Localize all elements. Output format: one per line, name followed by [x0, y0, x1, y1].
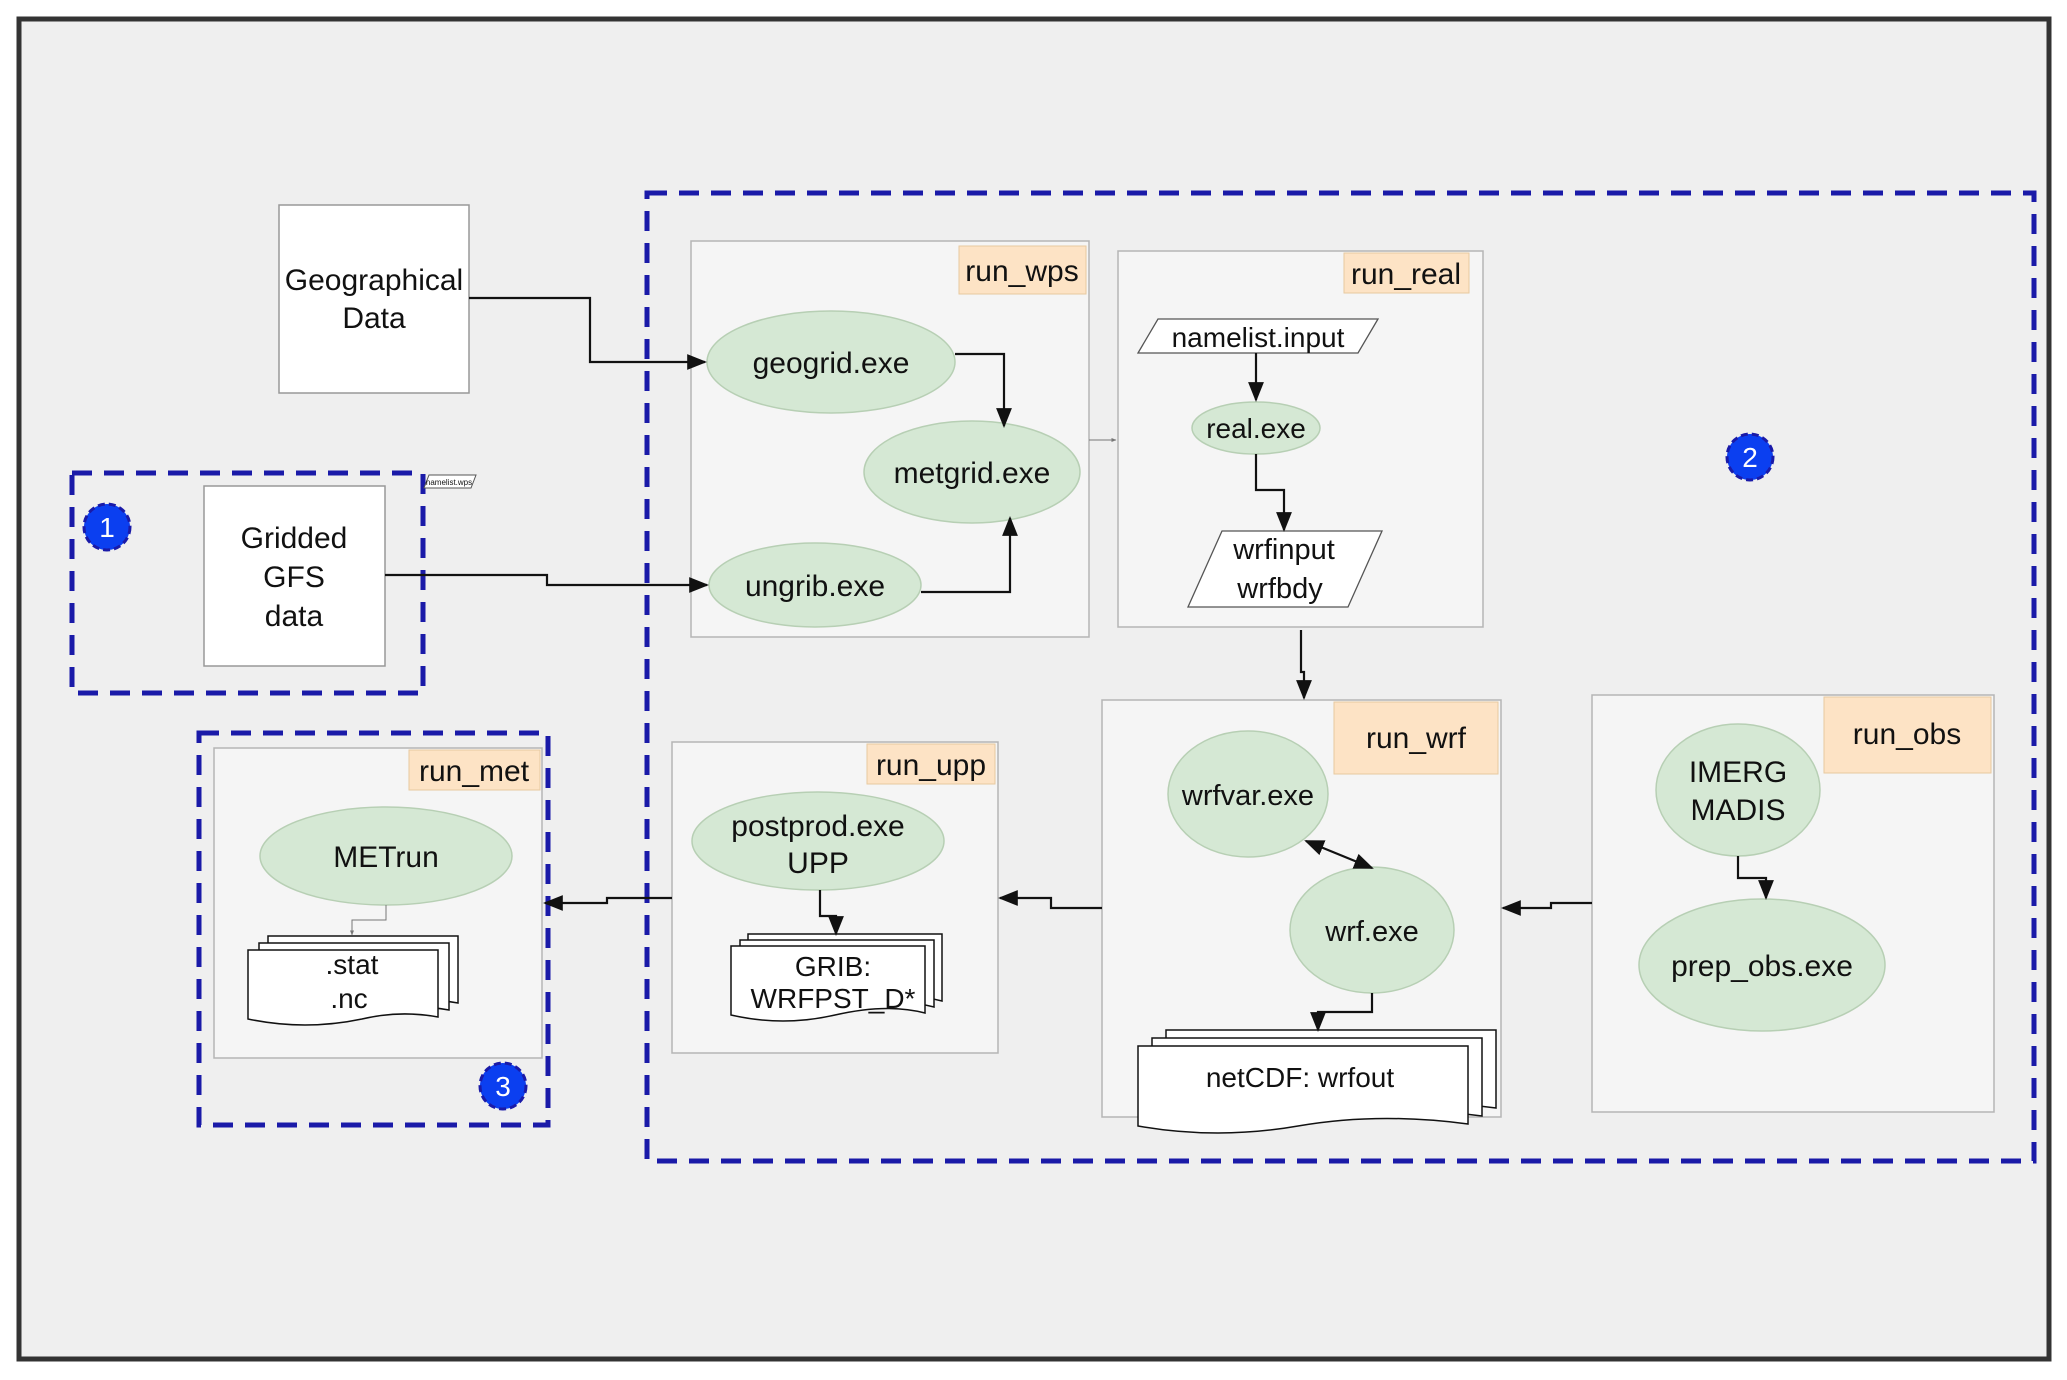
group-3-dashed-box	[196, 730, 551, 1128]
run-wrf-module: run_wrf wrfvar.exe wrf.exe netCDF: wrfou…	[1101, 699, 1502, 1134]
ungrib-exe-node	[708, 542, 922, 628]
postprod-exe-label: postprod.exe	[731, 810, 904, 843]
namelist-input-node	[1136, 318, 1380, 354]
geogrid-exe-node	[706, 310, 956, 414]
badge-2: 2	[1725, 432, 1775, 482]
wrfvar-exe-node	[1167, 730, 1329, 858]
run-obs-label: run_obs	[1853, 718, 1961, 751]
run-met-label-box	[408, 749, 541, 791]
group-1-dashed-box	[69, 470, 426, 696]
badge-1: 1	[82, 502, 132, 552]
wrfpst-label: WRFPST_D*	[751, 983, 916, 1014]
geogrid-exe-label: geogrid.exe	[753, 347, 910, 380]
run-met-label: run_met	[419, 755, 530, 788]
metgrid-exe-node	[863, 420, 1081, 524]
namelist-input-label: namelist.input	[1172, 322, 1345, 353]
wrfout-document-stack	[1137, 1029, 1497, 1134]
imerg-label: IMERG	[1689, 756, 1787, 789]
connectors	[385, 296, 1774, 1032]
wrf-exe-label: wrf.exe	[1324, 916, 1418, 948]
run-upp-label-box	[866, 743, 996, 785]
connector-wrf-to-upp	[998, 890, 1102, 910]
badge-3-label: 3	[495, 1071, 511, 1102]
connector-obs-to-wrf	[1501, 900, 1592, 916]
connector-gfs-to-ungrib	[385, 573, 709, 593]
connector-geogrid-to-metgrid	[955, 352, 1012, 428]
metgrid-exe-label: metgrid.exe	[894, 457, 1051, 490]
geographical-data-line1: Geographical	[285, 264, 463, 297]
connector-ungrib-to-metgrid	[921, 516, 1018, 594]
namelist-wps-label: namelist.wps	[426, 478, 472, 487]
ungrib-exe-label: ungrib.exe	[745, 570, 885, 603]
grib-label: GRIB:	[795, 951, 871, 982]
connector-imerg-to-prep	[1736, 856, 1774, 900]
geographical-data-line2: Data	[342, 302, 406, 335]
run-upp-module: run_upp postprod.exe UPP GRIB: WRFPST_D*	[671, 741, 999, 1054]
wrfout-label: netCDF: wrfout	[1206, 1062, 1394, 1093]
run-obs-module: run_obs IMERG MADIS prep_obs.exe	[1591, 694, 1995, 1113]
connector-real-to-wrf	[1296, 630, 1312, 700]
run-wrf-label: run_wrf	[1366, 722, 1467, 755]
gridded-line2: GFS	[263, 561, 325, 594]
met-output-document-stack	[247, 935, 459, 1026]
group-2-dashed-box	[644, 190, 2037, 1164]
upp-label: UPP	[787, 847, 849, 880]
connector-wrf-to-wrfout	[1310, 993, 1374, 1032]
badge-3: 3	[478, 1061, 528, 1111]
wrfvar-exe-label: wrfvar.exe	[1181, 780, 1314, 812]
run-real-module: run_real namelist.input real.exe wrfinpu…	[1117, 250, 1484, 628]
badge-2-label: 2	[1742, 442, 1758, 473]
run-met-module: run_met METrun .stat .nc	[213, 747, 543, 1059]
connector-geo-to-geogrid	[469, 296, 707, 370]
run-wps-label: run_wps	[965, 255, 1078, 288]
run-upp-label: run_upp	[876, 749, 986, 782]
run-wps-module: run_wps geogrid.exe metgrid.exe ungrib.e…	[690, 240, 1090, 638]
grib-document-stack	[730, 933, 943, 1022]
prep-obs-exe-label: prep_obs.exe	[1671, 950, 1853, 983]
namelist-wps-tag: namelist.wps	[423, 474, 477, 489]
thin-connectors	[350, 438, 1117, 936]
gridded-line1: Gridded	[241, 522, 348, 555]
gridded-line3: data	[265, 600, 324, 633]
stat-label: .stat	[326, 949, 379, 980]
connector-real-to-wrfinput	[1254, 454, 1292, 532]
wrfinput-label: wrfinput	[1232, 534, 1335, 566]
metrun-label: METrun	[333, 841, 439, 874]
imerg-madis-node	[1655, 723, 1821, 857]
run-obs-label-box	[1823, 696, 1992, 774]
run-wps-label-box	[958, 245, 1087, 295]
wrfinput-wrfbdy-node	[1186, 530, 1384, 608]
run-wrf-label-box	[1333, 701, 1499, 775]
connector-upp-to-met	[543, 895, 672, 911]
geographical-data-box: Geographical Data	[278, 204, 470, 394]
connector-metrun-to-output	[350, 905, 387, 936]
connector-wrfvar-wrf	[1304, 839, 1374, 870]
madis-label: MADIS	[1690, 794, 1785, 827]
real-exe-label: real.exe	[1206, 413, 1306, 444]
badge-1-label: 1	[99, 512, 115, 543]
gridded-gfs-data-box: Gridded GFS data	[203, 485, 386, 667]
run-real-label: run_real	[1351, 258, 1461, 291]
connector-postprod-to-grib	[818, 890, 844, 936]
wrfbdy-label: wrfbdy	[1236, 573, 1323, 605]
nc-label: .nc	[330, 983, 367, 1014]
postprod-exe-node	[691, 791, 945, 891]
run-real-label-box	[1343, 252, 1470, 294]
